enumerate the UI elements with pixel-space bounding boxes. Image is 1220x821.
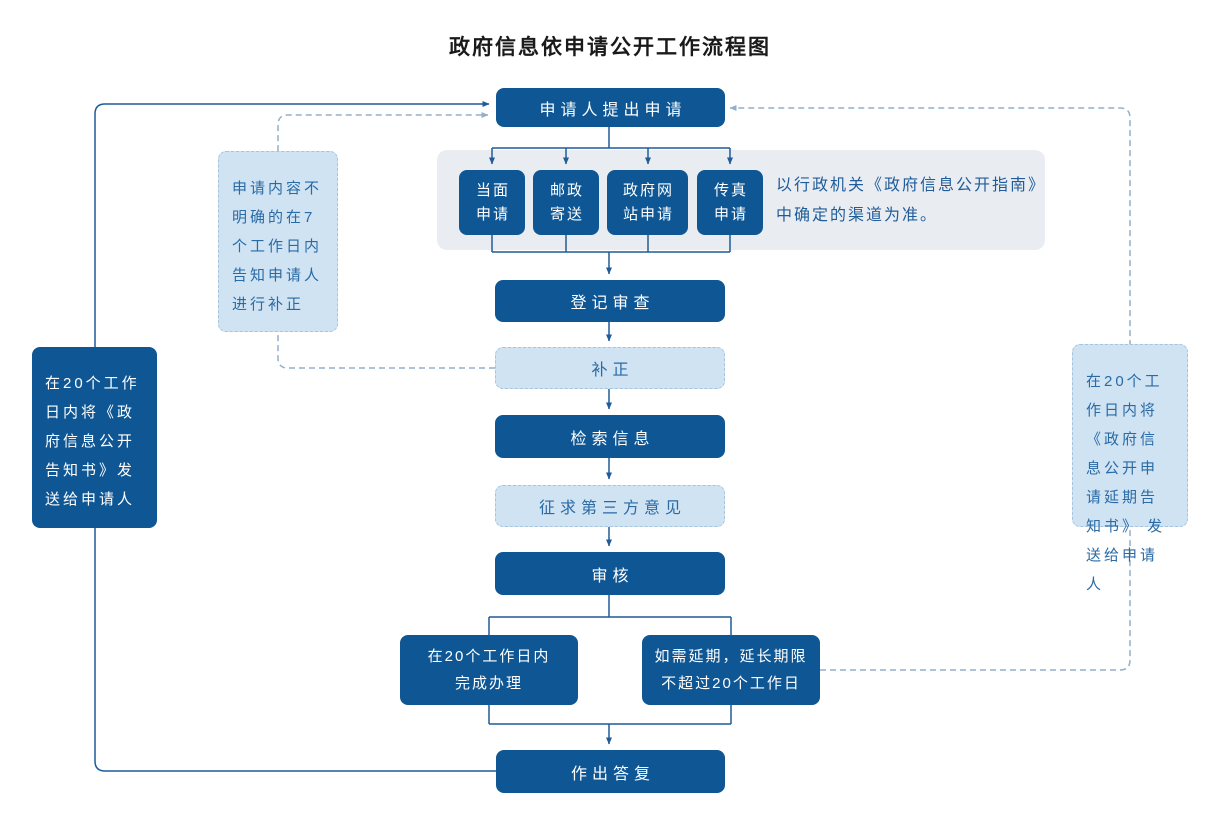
node-supplement-correction: 补正 xyxy=(495,347,725,389)
node-third-party-opinion: 征求第三方意见 xyxy=(495,485,725,527)
channels-note: 以行政机关《政府信息公开指南》 中确定的渠道为准。 xyxy=(776,177,1047,224)
page-title: 政府信息依申请公开工作流程图 xyxy=(449,36,771,59)
note-send-disclosure-notice: 在20个工作日内将《政府信息公开告知书》发送给申请人 xyxy=(32,347,157,528)
node-extension-limit: 如需延期，延长期限 不超过20个工作日 xyxy=(642,635,820,705)
channel-government-website: 政府网 站申请 xyxy=(607,170,688,235)
channel-in-person: 当面 申请 xyxy=(459,170,525,235)
note-unclear-application-correction: 申请内容不明确的在7个工作日内告知申请人进行补正 xyxy=(218,151,338,332)
channel-postal-mail: 邮政 寄送 xyxy=(533,170,599,235)
dashed-connectors xyxy=(277,105,1131,671)
note-send-extension-notice: 在20个工作日内将《政府信息公开申请延期告知书》 发送给申请人 xyxy=(1072,344,1188,593)
node-register-review: 登记审查 xyxy=(495,280,725,322)
node-reply: 作出答复 xyxy=(496,750,725,793)
channel-fax: 传真 申请 xyxy=(697,170,763,235)
node-complete-within-20-days: 在20个工作日内 完成办理 xyxy=(400,635,578,705)
node-search-information: 检索信息 xyxy=(495,415,725,458)
node-review: 审核 xyxy=(495,552,725,595)
node-start: 申请人提出申请 xyxy=(496,88,725,127)
